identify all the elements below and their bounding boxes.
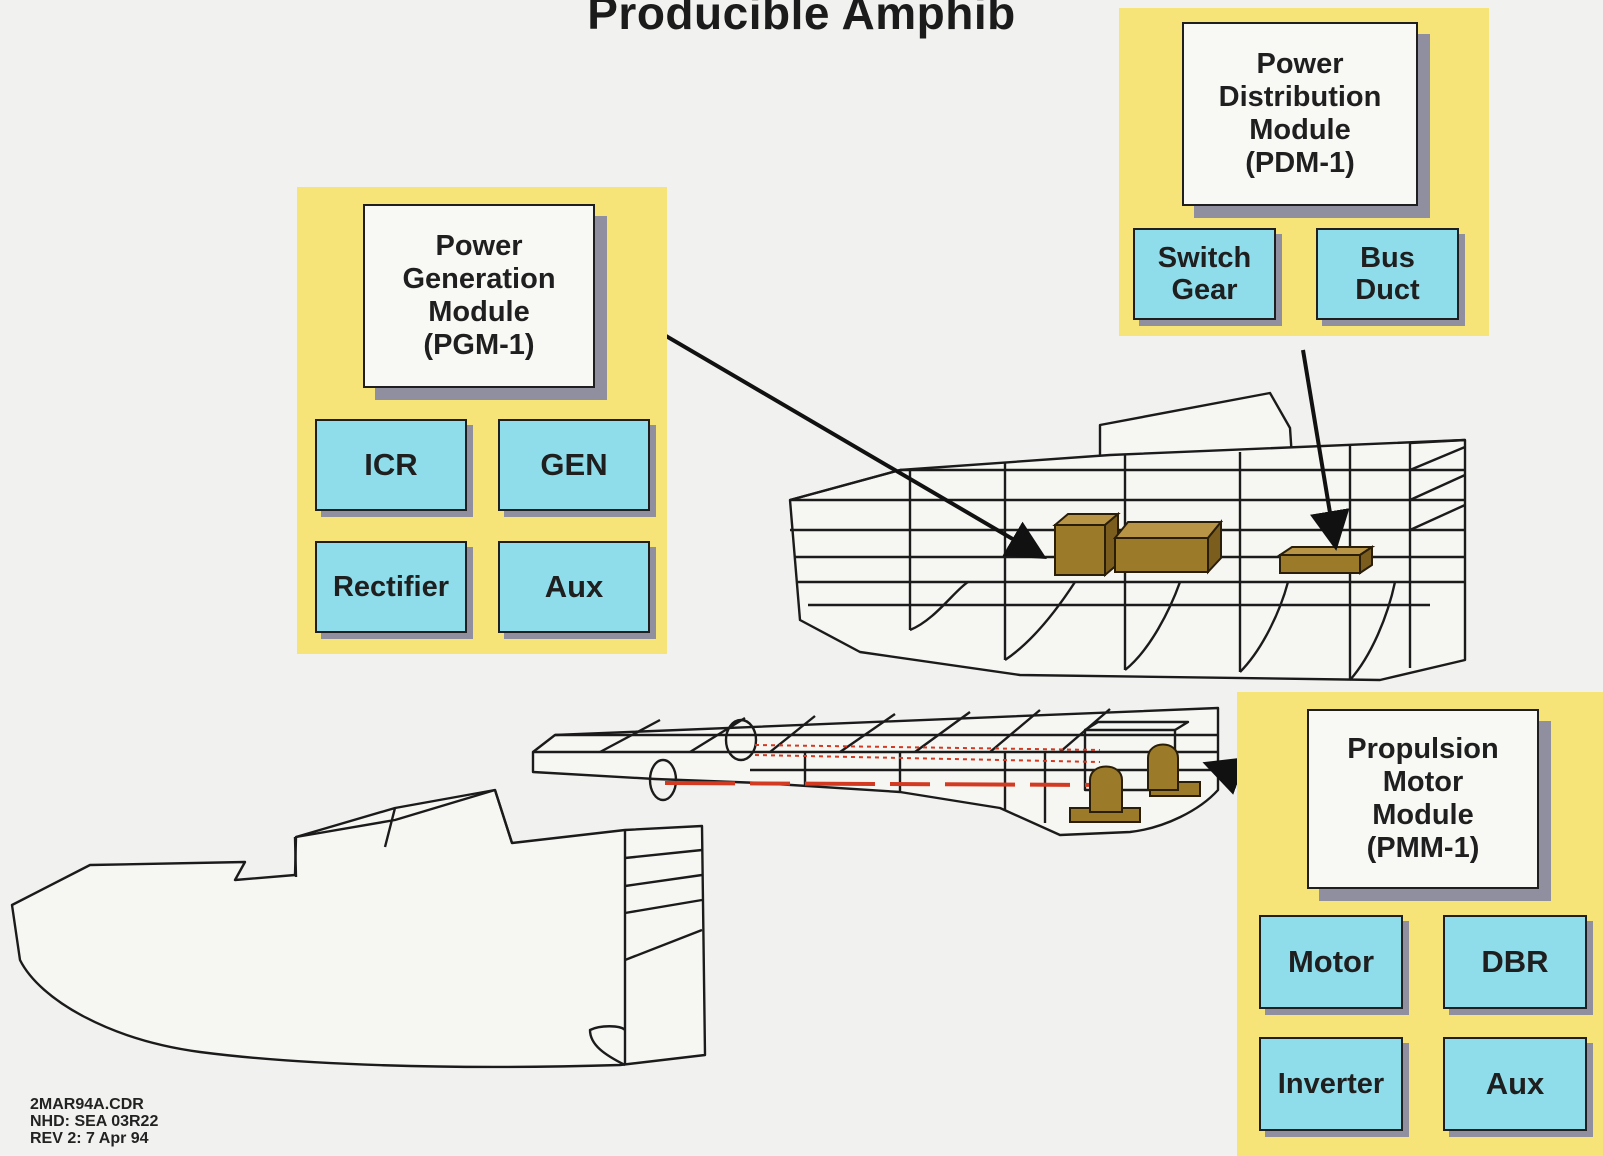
pmm-title-line: Motor <box>1382 766 1464 799</box>
footer-filename: 2MAR94A.CDR <box>30 1096 144 1113</box>
pmm-inverter-box: Inverter <box>1259 1037 1403 1131</box>
bow-hull-section <box>10 788 707 1069</box>
footer-revision: REV 2: 7 Apr 94 <box>30 1130 149 1147</box>
pgm-title-line: Module <box>428 296 530 328</box>
slide-title: Producible Amphib <box>587 0 1016 39</box>
pgm-title-line: Power <box>435 230 523 263</box>
pgm-rectifier-label: Rectifier <box>332 570 450 603</box>
pdm-title-line: Module <box>1249 114 1351 146</box>
pmm-module-box: Propulsion Motor Module (PMM-1) <box>1307 709 1539 889</box>
pmm-aux-label: Aux <box>1485 1065 1545 1101</box>
pmm-title-line: Propulsion <box>1347 733 1499 766</box>
pmm-title-line: Module <box>1372 799 1474 831</box>
pdm-switch-gear-label: Switch <box>1157 241 1252 274</box>
pmm-aux-box: Aux <box>1443 1037 1587 1131</box>
pgm-panel: Power Generation Module (PGM-1) ICR GEN … <box>297 187 667 654</box>
propeller-shaft <box>664 744 1101 787</box>
pdm-switch-gear-box: Switch Gear <box>1133 228 1276 320</box>
pdm-switch-gear-label: Gear <box>1171 274 1238 306</box>
pgm-aux-box: Aux <box>498 541 650 633</box>
pdm-module-box: Power Distribution Module (PDM-1) <box>1182 22 1418 206</box>
pdm-panel: Power Distribution Module (PDM-1) Switch… <box>1119 8 1489 336</box>
pmm-motor-box: Motor <box>1259 915 1403 1009</box>
pdm-title-line: (PDM-1) <box>1245 146 1355 179</box>
pgm-gen-box: GEN <box>498 419 650 511</box>
propulsion-motor-equipment <box>1069 743 1201 823</box>
pdm-title-line: Power <box>1256 48 1344 81</box>
pgm-icr-box: ICR <box>315 419 467 511</box>
pmm-inverter-label: Inverter <box>1277 1067 1385 1100</box>
pmm-dbr-label: DBR <box>1481 943 1549 979</box>
pdm-bus-duct-box: Bus Duct <box>1316 228 1459 320</box>
pgm-title-line: (PGM-1) <box>423 328 535 361</box>
pgm-rectifier-box: Rectifier <box>315 541 467 633</box>
document-footer: 2MAR94A.CDR NHD: SEA 03R22 REV 2: 7 Apr … <box>30 1096 158 1147</box>
pgm-icr-label: ICR <box>364 446 418 482</box>
pgm-title-line: Generation <box>402 263 556 296</box>
pmm-motor-label: Motor <box>1287 943 1375 979</box>
pmm-title-line: (PMM-1) <box>1366 831 1480 864</box>
pgm-gen-label: GEN <box>540 446 608 482</box>
pgm-module-box: Power Generation Module (PGM-1) <box>363 204 595 388</box>
pgm-aux-label: Aux <box>544 568 604 604</box>
generator-equipment <box>1052 511 1376 578</box>
footer-org: NHD: SEA 03R22 <box>30 1113 159 1130</box>
pmm-panel: Propulsion Motor Module (PMM-1) Motor DB… <box>1237 692 1603 1156</box>
pdm-title-line: Distribution <box>1218 81 1382 114</box>
pdm-bus-duct-label: Bus <box>1360 241 1415 274</box>
pmm-dbr-box: DBR <box>1443 915 1587 1009</box>
pdm-bus-duct-label: Duct <box>1355 274 1420 306</box>
